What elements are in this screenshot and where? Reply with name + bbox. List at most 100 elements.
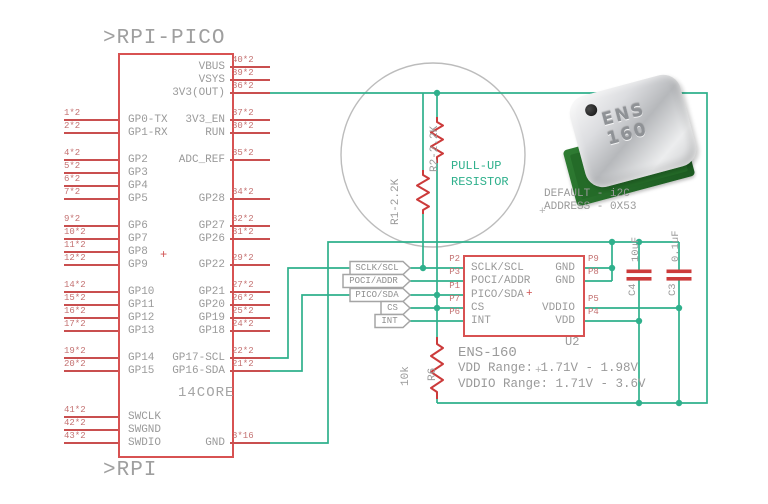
pico-pin-label-adc-ref: ADC_REF — [178, 154, 225, 166]
pico-pin-stub-gp16-sda — [230, 370, 270, 372]
pico-pin-number-gp1-rx: 2*2 — [64, 121, 81, 131]
ens160-photo-pin1-dot — [583, 102, 599, 118]
pico-pin-number-gp21: 27*2 — [232, 280, 254, 290]
resistor-r1 — [416, 170, 430, 214]
pico-pin-number-gp11: 15*2 — [64, 293, 86, 303]
pico-pin-number-gp5: 7*2 — [64, 187, 81, 197]
capacitor-c3-plate — [666, 269, 692, 274]
pico-pin-label-3v3-en: 3V3_EN — [185, 114, 225, 126]
pico-pin-number-gp9: 12*2 — [64, 253, 86, 263]
pico-pin-stub-run — [230, 132, 270, 134]
origin-marker: + — [160, 248, 168, 262]
origin-marker: + — [535, 365, 542, 377]
pico-pin-label-gp4: GP4 — [128, 180, 148, 192]
pico-pin-label-swdio: SWDIO — [128, 437, 162, 449]
c3-ref-label: C3 — [667, 283, 679, 296]
pico-pin-label-gp6: GP6 — [128, 220, 148, 232]
pico-pin-stub-vsys — [230, 79, 270, 81]
pico-pin-stub-gp28 — [230, 198, 270, 200]
pico-pin-stub-gp15 — [64, 370, 118, 372]
net-flag-sclk-scl: SCLK/SCL — [355, 262, 399, 273]
pico-pin-stub-gp19 — [230, 317, 270, 319]
pico-pin-number-gp16-sda: 21*2 — [232, 359, 254, 369]
pico-pin-stub-gp13 — [64, 330, 118, 332]
ens-pin-label-vdd-p4: VDD — [555, 315, 575, 327]
pico-pin-number-3v3-out-: 36*2 — [232, 81, 254, 91]
ens-pin-label-pico-sda: PICO/SDA — [471, 289, 524, 301]
net-flag-pico-sda: PICO/SDA — [355, 289, 399, 300]
pico-pin-number-run: 30*2 — [232, 121, 254, 131]
vdd-range-note: VDD Range: 1.71V - 1.98V — [458, 361, 639, 375]
pico-pin-number-gp28: 34*2 — [232, 187, 254, 197]
pico-pin-label-gp19: GP19 — [198, 312, 225, 324]
pico-pin-stub-gp7 — [64, 238, 118, 240]
resistor-r2 — [430, 117, 444, 163]
ens-pin-number-vddio-p5: P5 — [588, 294, 599, 304]
ens-pin-number-pico-sda: P1 — [449, 281, 460, 291]
pico-pin-label-gp3: GP3 — [128, 167, 148, 179]
pico-pin-label-gp11: GP11 — [128, 299, 155, 311]
pico-pin-label-3v3-out-: 3V3(OUT) — [172, 87, 225, 99]
pico-pin-stub-3v3-out- — [230, 92, 270, 94]
ens-pin-label-gnd-p9: GND — [555, 262, 575, 274]
pico-pin-number-gp3: 5*2 — [64, 161, 81, 171]
ens-pin-label-cs: CS — [471, 302, 485, 314]
pico-pin-label-gp18: GP18 — [198, 325, 225, 337]
pico-pin-label-gp13: GP13 — [128, 325, 155, 337]
pico-pin-label-gp12: GP12 — [128, 312, 155, 324]
pico-pin-label-gp2: GP2 — [128, 154, 148, 166]
pico-pin-label-vsys: VSYS — [198, 74, 225, 86]
pico-pin-stub-gp0-tx — [64, 119, 118, 121]
pico-title: >RPI-PICO — [103, 27, 226, 50]
ens-pin-number-sclk-scl: P2 — [449, 254, 460, 264]
pico-pin-label-gp21: GP21 — [198, 286, 225, 298]
flag-poci-addr — [342, 273, 412, 289]
wire-sda — [270, 294, 463, 372]
pico-pin-number-gp6: 9*2 — [64, 214, 81, 224]
pico-pin-stub-adc-ref — [230, 159, 270, 161]
wire-gnd — [270, 241, 679, 444]
wire-3v3 — [270, 92, 708, 404]
pico-pin-label-gp8: GP8 — [128, 246, 148, 258]
pico-pin-label-gp15: GP15 — [128, 365, 155, 377]
pico-pin-stub-vbus — [230, 66, 270, 68]
ens-pin-label-int: INT — [471, 315, 491, 327]
r2-label: R2-2.2K — [429, 125, 441, 172]
c4-value-label: 10uF — [630, 236, 642, 262]
pico-pin-label-gp14: GP14 — [128, 352, 155, 364]
pico-pin-number-gp13: 17*2 — [64, 319, 86, 329]
flag-int — [374, 313, 412, 329]
flag-cs — [380, 300, 412, 316]
flag-sclk-scl — [349, 260, 412, 276]
ens-pin-number-vdd-p4: P4 — [588, 307, 599, 317]
pico-pin-label-swclk: SWCLK — [128, 411, 162, 423]
pico-pin-stub-gp27 — [230, 225, 270, 227]
pico-pin-stub-gp3 — [64, 172, 118, 174]
pico-pin-label-gp5: GP5 — [128, 193, 148, 205]
pico-pin-stub-gp4 — [64, 185, 118, 187]
pico-pin-stub-3v3-en — [230, 119, 270, 121]
pico-pin-number-3v3-en: 37*2 — [232, 108, 254, 118]
origin-marker: + — [526, 288, 533, 300]
ens-pin-number-int: P6 — [449, 307, 460, 317]
pico-pin-stub-gp20 — [230, 304, 270, 306]
rpi-label: >RPI — [103, 459, 158, 482]
capacitors — [626, 269, 692, 281]
pico-pin-number-swgnd: 42*2 — [64, 418, 86, 428]
pico-pin-stub-swgnd — [64, 429, 118, 431]
pico-pin-stub-gp22 — [230, 264, 270, 266]
pico-pin-stub-gp10 — [64, 291, 118, 293]
capacitor-c4-plate — [626, 277, 652, 281]
pico-pin-stub-gnd — [230, 442, 270, 444]
pico-pin-number-gp8: 11*2 — [64, 240, 86, 250]
net-flags-shapes — [342, 260, 412, 329]
ens-pin-label-vddio-p5: VDDIO — [541, 302, 575, 314]
pico-pin-label-gp22: GP22 — [198, 259, 225, 271]
pico-pin-stub-swdio — [64, 442, 118, 444]
pico-pin-number-gnd: 3*16 — [232, 431, 254, 441]
capacitor-c3-plate — [666, 277, 692, 281]
pico-pin-label-vbus: VBUS — [198, 61, 225, 73]
pico-pin-number-vsys: 39*2 — [232, 68, 254, 78]
r1-label: R1-2.2K — [390, 178, 402, 225]
